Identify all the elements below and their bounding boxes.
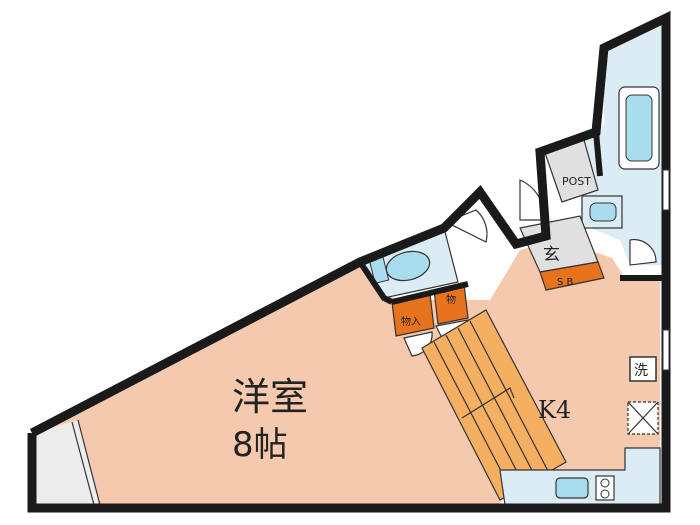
balcony-rail-2 [77, 419, 101, 506]
closet-2-label: 物 [446, 293, 456, 306]
post-label: POST [562, 175, 591, 188]
interior-wall-3 [593, 131, 603, 177]
window-bath [662, 169, 670, 211]
western-room-size: 8帖 [232, 425, 288, 465]
kitchen-label: K4 [538, 396, 571, 424]
closet-1-label: 物入 [401, 315, 421, 328]
stair-arrow [461, 387, 515, 419]
window-kitchen [662, 329, 670, 371]
sink-icon [589, 202, 617, 222]
shoe-box [539, 261, 605, 291]
western-room-label: 洋室 [232, 375, 308, 419]
washer-icon [629, 356, 657, 382]
bathtub-basin [625, 94, 653, 162]
stair-line-3 [457, 327, 537, 479]
balcony-rail [71, 421, 95, 506]
kitchen-sink-icon [555, 477, 589, 499]
stair-line-4 [469, 320, 549, 472]
fridge-cross-2 [627, 401, 659, 435]
stove-burner-1 [600, 478, 610, 488]
stove-burner-2 [600, 489, 610, 499]
entrance-label: 玄 [543, 245, 560, 265]
bathroom-door [629, 239, 657, 266]
washer-label: 洗 [634, 363, 648, 379]
stair-line-1 [433, 341, 513, 493]
shoe-box-label: S B [557, 277, 574, 288]
stair-line-2 [445, 334, 525, 486]
interior-wall-2 [391, 281, 469, 305]
interior-wall-1 [357, 260, 394, 305]
exterior-wall [27, 10, 671, 513]
